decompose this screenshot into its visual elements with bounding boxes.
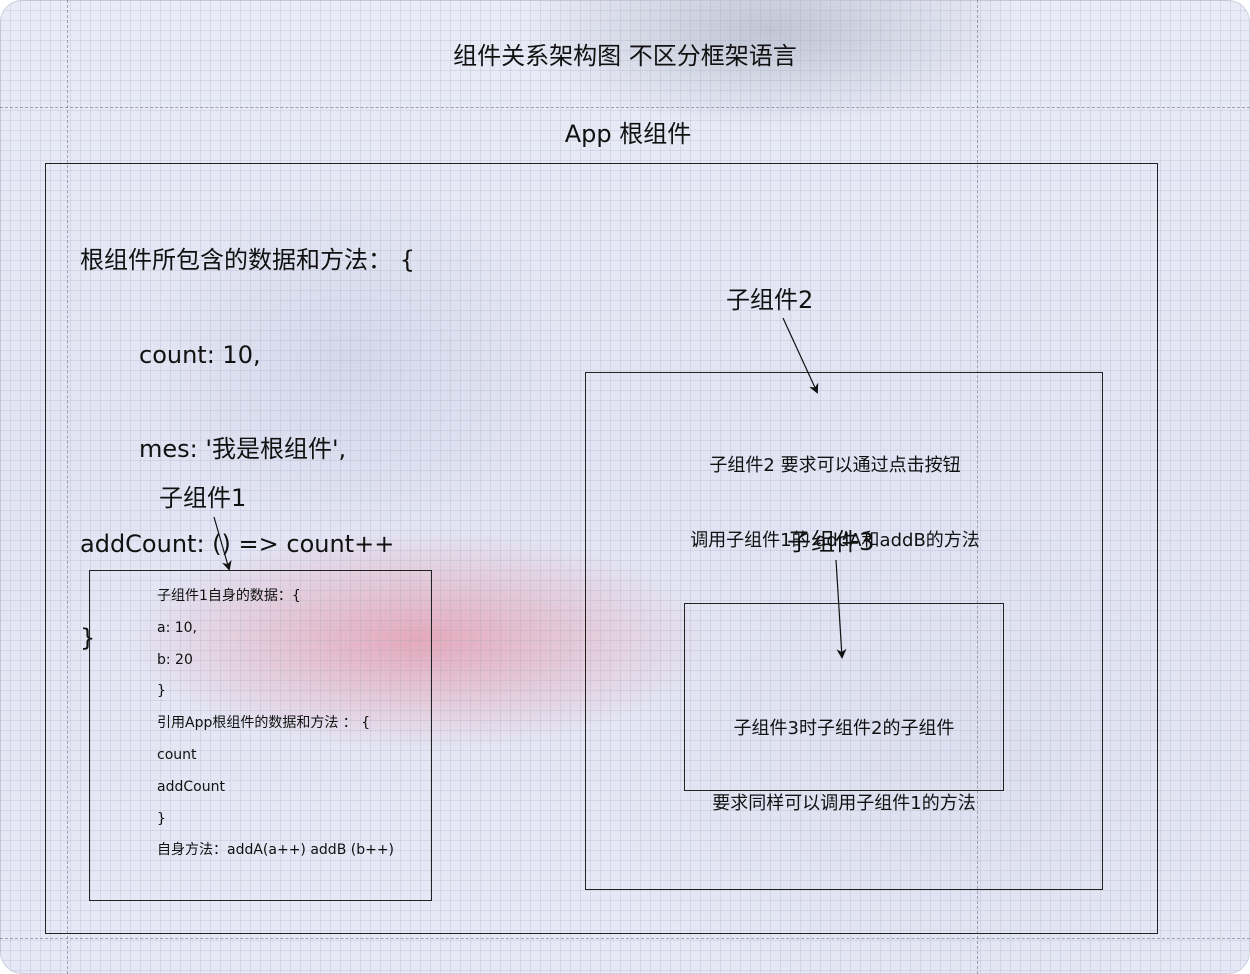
- list-item: }: [157, 810, 166, 827]
- list-item: addCount: [157, 778, 225, 795]
- child2-desc-line: 调用子组件1的 addA和addB的方法: [690, 530, 980, 551]
- list-item: a: 10,: [157, 619, 198, 636]
- child2-label: 子组件2: [726, 286, 814, 314]
- app-root-box[interactable]: [45, 163, 1158, 934]
- diagram-title: 组件关系架构图 不区分框架语言: [453, 42, 797, 70]
- child1-label: 子组件1: [159, 484, 247, 512]
- list-item: 自身方法：addA(a++) addB (b++): [157, 842, 395, 859]
- child1-data-list: 子组件1自身的数据：{ a: 10, b: 20 } 引用App根组件的数据和方…: [157, 586, 394, 872]
- list-item: }: [157, 683, 166, 700]
- list-item: 引用App根组件的数据和方法 ： {: [157, 715, 371, 732]
- root-line: count: 10,: [139, 340, 261, 369]
- child1-box[interactable]: [89, 570, 432, 901]
- child2-box[interactable]: [585, 372, 1103, 890]
- list-item: 子组件1自身的数据：{: [157, 588, 301, 604]
- list-item: b: 20: [157, 651, 193, 668]
- guide-line-top: [0, 107, 1250, 108]
- child3-description: 子组件3时子组件2的子组件 要求同样可以调用子组件1的方法: [684, 666, 1004, 866]
- root-line: 根组件所包含的数据和方法： {: [80, 246, 415, 274]
- child3-box[interactable]: [684, 603, 1004, 791]
- list-item: count: [157, 746, 197, 763]
- root-line: mes: '我是根组件',: [139, 435, 347, 463]
- child3-label: 子组件3: [787, 528, 875, 556]
- app-root-label: App 根组件: [564, 120, 692, 148]
- child3-desc-line: 子组件3时子组件2的子组件: [733, 718, 955, 739]
- root-line: addCount: () => count++: [80, 529, 395, 558]
- guide-line-bottom: [0, 938, 1250, 939]
- root-data-block: 根组件所包含的数据和方法： { count: 10, mes: '我是根组件',…: [80, 182, 415, 718]
- root-line: }: [80, 624, 96, 652]
- child2-description: 子组件2 要求可以通过点击按钮 调用子组件1的 addA和addB的方法: [585, 403, 1085, 603]
- child3-desc-line: 要求同样可以调用子组件1的方法: [712, 793, 976, 814]
- child2-desc-line: 子组件2 要求可以通过点击按钮: [709, 455, 961, 476]
